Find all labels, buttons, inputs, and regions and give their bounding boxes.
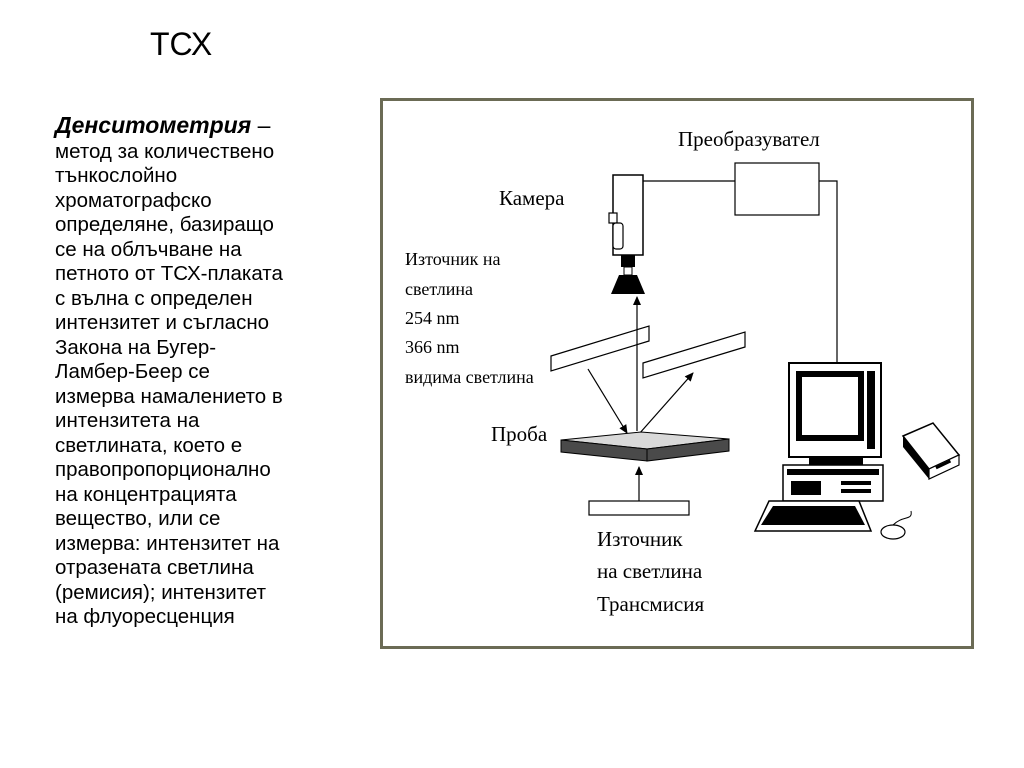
transmission-label-line: Трансмисия	[597, 592, 704, 616]
term-dash: –	[251, 112, 271, 138]
body-line: на концентрацията	[55, 482, 237, 506]
transmission-source-plate	[588, 500, 690, 516]
body-line: определяне, базиращо	[55, 213, 274, 236]
right-filter-plate	[642, 331, 746, 379]
incident-ray	[587, 368, 628, 434]
body-line: тънкослойно	[55, 164, 178, 187]
light-source-line: видима светлина	[405, 367, 534, 387]
body-line: (ремисия); интензитет	[55, 580, 266, 604]
converter-label: Преобразувател	[678, 127, 820, 151]
body-line: интензитет и съгласно	[55, 311, 270, 334]
diagram-canvas: Преобразувател Камера Източник на светли…	[405, 127, 961, 616]
light-source-line: Източник на	[405, 249, 500, 269]
camera-icon	[608, 174, 645, 294]
body-lines: метод за количествено тънкослойно хромат…	[55, 140, 355, 630]
body-line: вещество, или се	[55, 507, 221, 530]
converter-box	[734, 162, 820, 216]
body-line: на флуоресценция	[55, 605, 235, 628]
body-line: с вълна с определен	[55, 286, 253, 310]
slide-title: ТСХ	[150, 26, 213, 62]
body-line: метод за количествено	[55, 139, 275, 163]
transmission-label-line: на светлина	[597, 559, 703, 583]
body-text: Денситометрия – метод за количествено тъ…	[55, 113, 355, 630]
body-line: Ламбер-Беер се	[55, 360, 210, 383]
body-line: интензитета на	[55, 409, 200, 432]
body-line: отразената светлина	[55, 556, 254, 579]
sample-plate	[560, 431, 730, 462]
body-line: светлината, което е	[55, 433, 243, 457]
light-source-line: светлина	[405, 279, 473, 299]
light-source-line: 254 nm	[405, 308, 460, 328]
body-line: хроматографско	[55, 188, 212, 212]
transmission-label-line: Източник	[597, 527, 683, 551]
external-drive-icon	[901, 422, 961, 480]
term-heading: Денситометрия	[55, 112, 252, 138]
light-source-line: 366 nm	[405, 337, 460, 357]
reflected-ray	[638, 372, 694, 435]
body-line: се на облъчване на	[55, 237, 242, 261]
densitometer-diagram: Преобразувател Камера Източник на светли…	[380, 98, 974, 649]
body-line: петното от ТСХ-плаката	[55, 262, 283, 285]
left-filter-plate	[550, 325, 650, 372]
body-line: Закона на Бугер-	[55, 335, 217, 359]
computer-icon	[753, 362, 912, 540]
camera-label: Камера	[499, 186, 565, 210]
body-line: измерва: интензитет на	[55, 531, 280, 555]
sample-label: Проба	[491, 422, 548, 446]
body-line: измерва намалението в	[55, 384, 283, 408]
body-line: правопропорционално	[55, 458, 271, 481]
converter-to-computer-line	[819, 180, 838, 363]
